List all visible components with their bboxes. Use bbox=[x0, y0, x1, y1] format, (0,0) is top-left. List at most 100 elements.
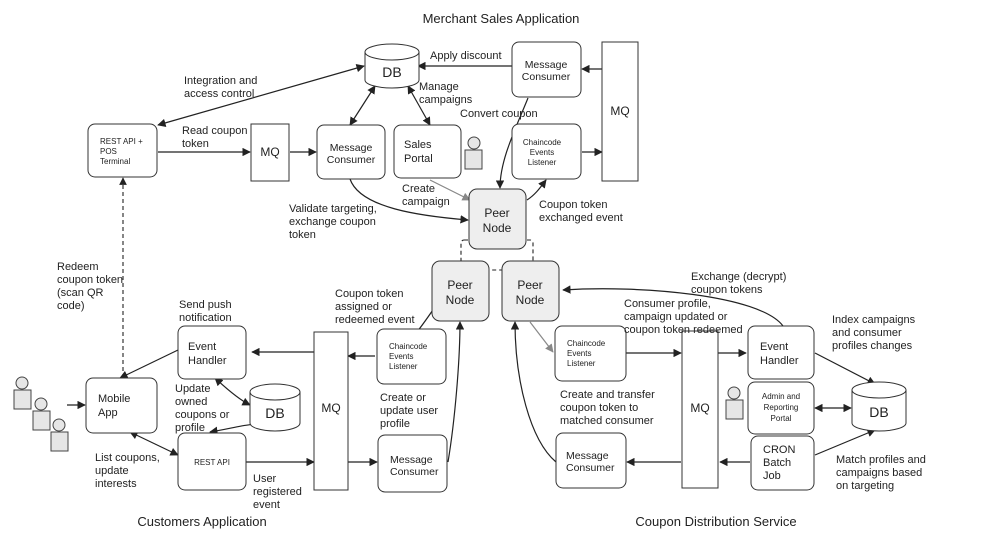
label-validate: Validate targeting, bbox=[289, 203, 377, 215]
label-convert-coupon: Convert coupon bbox=[460, 108, 538, 120]
label-list-coupons: interests bbox=[95, 478, 137, 490]
mobile-app: Mobile App bbox=[85, 377, 158, 434]
event-handler-right: Event Handler bbox=[747, 325, 815, 380]
event-handler-left: Event Handler bbox=[177, 325, 247, 380]
node-label: Portal bbox=[404, 153, 433, 165]
node-label: Listener bbox=[389, 362, 418, 371]
edge-validate bbox=[349, 178, 469, 224]
label-redeem: coupon token bbox=[57, 274, 123, 286]
mq-right: MQ bbox=[681, 330, 719, 489]
node-label: Message bbox=[566, 450, 609, 462]
db-top-label: DB bbox=[382, 64, 401, 80]
label-update-owned: owned bbox=[175, 396, 207, 408]
edge-msgconsumer-to-peer-right bbox=[510, 321, 557, 463]
label-assigned: Coupon token bbox=[335, 288, 404, 300]
edge-eventhandler-to-db-left bbox=[214, 377, 251, 406]
msg-consumer-right: Message Consumer bbox=[555, 432, 627, 489]
mq-top-right: MQ bbox=[601, 41, 639, 182]
label-redeem: code) bbox=[57, 300, 85, 312]
node-label: Handler bbox=[760, 355, 799, 367]
node-label: Consumer bbox=[327, 154, 376, 166]
node-label: Events bbox=[567, 349, 591, 358]
label-create-transfer: coupon token to bbox=[560, 402, 638, 414]
label-apply-discount: Apply discount bbox=[430, 50, 502, 62]
label-create-transfer: matched consumer bbox=[560, 415, 654, 427]
label-exchanged-event: Coupon token bbox=[539, 199, 608, 211]
label-match-profiles: on targeting bbox=[836, 480, 894, 492]
label-consumer-profile: Consumer profile, bbox=[624, 298, 711, 310]
label-manage-campaigns: Manage bbox=[419, 81, 459, 93]
mq-label: MQ bbox=[321, 401, 340, 415]
node-label: Chaincode bbox=[523, 138, 562, 147]
edge-eventhandler-to-mobile bbox=[119, 349, 179, 379]
label-update-owned: coupons or bbox=[175, 409, 230, 421]
mq-label: MQ bbox=[610, 104, 629, 118]
label-send-push: Send push bbox=[179, 299, 232, 311]
label-create-transfer: Create and transfer bbox=[560, 389, 655, 401]
peer-node-right: Peer Node bbox=[501, 260, 560, 322]
node-label: Events bbox=[389, 352, 413, 361]
label-index-campaigns: Index campaigns bbox=[832, 314, 916, 326]
label-create-campaign: Create bbox=[402, 183, 435, 195]
node-label: REST API bbox=[194, 458, 230, 467]
node-label: Listener bbox=[528, 158, 557, 167]
edge-peer-to-chaincode-tr bbox=[526, 179, 547, 201]
edge-msgconsumer-to-peer-left bbox=[447, 321, 465, 463]
node-label: Consumer bbox=[522, 71, 571, 83]
node-label: App bbox=[98, 407, 118, 419]
node-label: Node bbox=[483, 221, 512, 235]
title-customers: Customers Application bbox=[137, 514, 266, 529]
node-label: Peer bbox=[517, 278, 542, 292]
node-label: Node bbox=[516, 293, 545, 307]
node-label: REST API + bbox=[100, 137, 143, 146]
chaincode-listener-left: Chaincode Events Listener bbox=[376, 328, 447, 385]
edge-create-campaign bbox=[429, 179, 471, 201]
label-list-coupons: List coupons, bbox=[95, 452, 160, 464]
rest-api-pos-terminal: REST API + POS Terminal bbox=[87, 123, 158, 178]
label-user-registered: registered bbox=[253, 486, 302, 498]
node-label: Handler bbox=[188, 355, 227, 367]
msg-consumer-top-right: Message Consumer bbox=[511, 41, 582, 98]
edge-labels: Apply discount Integration and access co… bbox=[57, 50, 926, 511]
node-label: Listener bbox=[567, 359, 596, 368]
merchant-user-icon bbox=[464, 136, 483, 170]
label-validate: exchange coupon bbox=[289, 216, 376, 228]
label-create-update-user: Create or bbox=[380, 392, 426, 404]
label-consumer-profile: coupon token redeemed bbox=[624, 324, 743, 336]
edge-mobile-to-rest bbox=[129, 431, 179, 456]
label-update-owned: profile bbox=[175, 422, 205, 434]
edge-db-msgconsumer-tm bbox=[349, 85, 376, 126]
db-right: DB bbox=[851, 381, 907, 432]
msg-consumer-left: Message Consumer bbox=[377, 434, 448, 493]
db-top: DB bbox=[364, 43, 420, 89]
mq-label: MQ bbox=[690, 401, 709, 415]
label-create-campaign: campaign bbox=[402, 196, 450, 208]
edge-integration bbox=[157, 64, 365, 127]
node-label: Message bbox=[525, 59, 568, 71]
label-match-profiles: campaigns based bbox=[836, 467, 922, 479]
label-validate: token bbox=[289, 229, 316, 241]
label-exchange-decrypt: coupon tokens bbox=[691, 284, 763, 296]
label-assigned: assigned or bbox=[335, 301, 392, 313]
edge-convert-coupon bbox=[495, 97, 529, 189]
customer-users-icon bbox=[13, 376, 69, 452]
admin-reporting-portal: Admin and Reporting Portal bbox=[747, 381, 815, 435]
node-label: Node bbox=[446, 293, 475, 307]
mq-label: MQ bbox=[260, 145, 279, 159]
node-label: Reporting bbox=[764, 403, 799, 412]
db-left-label: DB bbox=[265, 405, 284, 421]
label-redeem: (scan QR bbox=[57, 287, 104, 299]
peer-node-left: Peer Node bbox=[431, 260, 490, 322]
node-label: Chaincode bbox=[567, 339, 606, 348]
node-label: Message bbox=[330, 142, 373, 154]
label-user-registered: User bbox=[253, 473, 277, 485]
node-label: Message bbox=[390, 454, 433, 466]
edge-db-salesportal bbox=[407, 85, 431, 126]
node-label: Batch bbox=[763, 457, 791, 469]
rest-api: REST API bbox=[177, 432, 247, 491]
node-label: CRON bbox=[763, 444, 795, 456]
node-label: Sales bbox=[404, 139, 432, 151]
node-label: Terminal bbox=[100, 157, 130, 166]
label-exchange-decrypt: Exchange (decrypt) bbox=[691, 271, 786, 283]
